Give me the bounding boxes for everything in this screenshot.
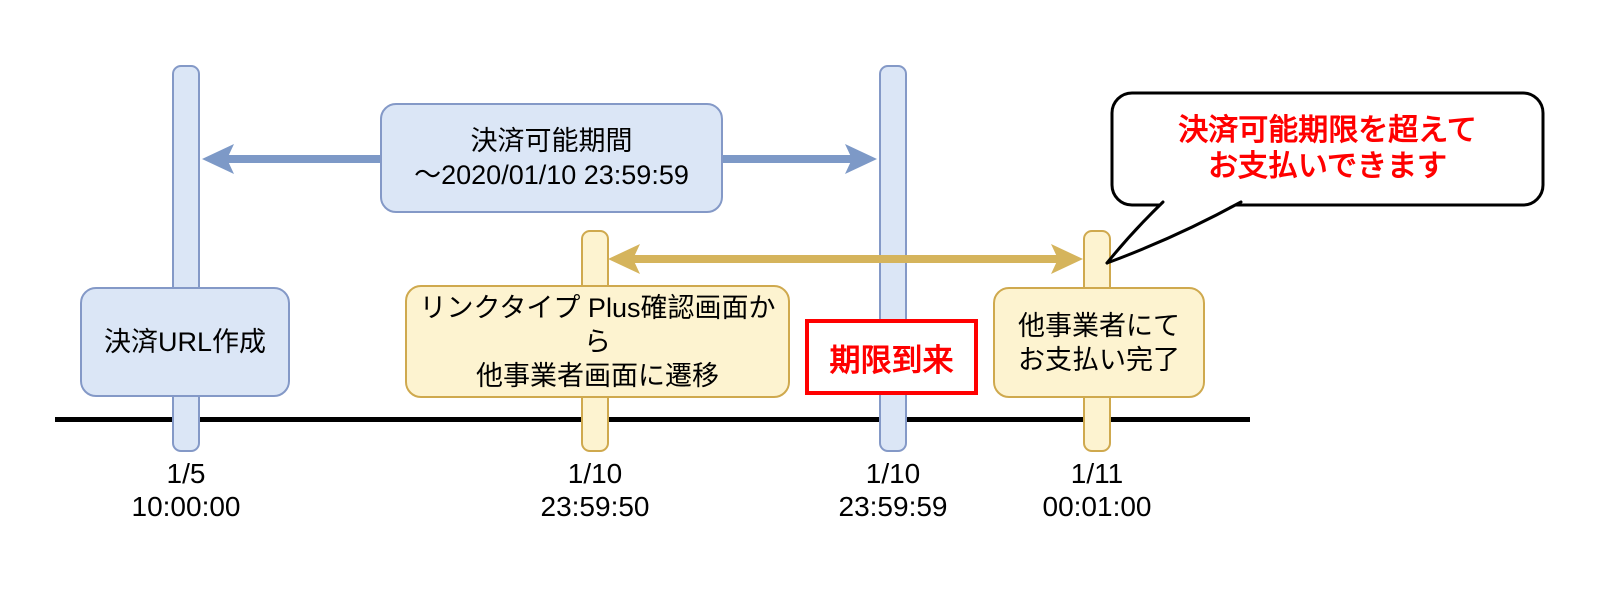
transition-label-line2: 他事業者画面に遷移 — [476, 360, 719, 391]
deadline-label: 期限到来 — [829, 342, 954, 378]
axis-label-time: 00:01:00 — [1042, 491, 1152, 522]
callout-line2: お支払いできます — [1207, 150, 1448, 183]
arrowhead-right-icon — [845, 144, 877, 174]
axis-label-payment-url-created: 1/5 10:00:00 — [66, 457, 306, 523]
payment-url-created-label: 決済URL作成 — [103, 327, 266, 357]
deadline-box: 期限到来 — [805, 319, 978, 395]
transition-box: リンクタイプ Plus確認画面から 他事業者画面に遷移 — [405, 285, 790, 398]
payment-period-deadline: ～2020/01/10 23:59:59 — [414, 160, 689, 190]
axis-label-deadline: 1/10 23:59:59 — [773, 457, 1013, 523]
arrowhead-right-icon — [1051, 244, 1083, 274]
axis-label-date: 1/10 — [865, 458, 921, 489]
callout-line1: 決済可能期限を超えて — [1178, 114, 1477, 147]
payment-period-box: 決済可能期間 ～2020/01/10 23:59:59 — [380, 103, 723, 213]
axis-label-time: 23:59:50 — [540, 491, 650, 522]
grace-period-arrow — [608, 244, 1083, 274]
axis-label-payment-completed: 1/11 00:01:00 — [977, 457, 1217, 523]
callout-bubble-body — [1110, 91, 1545, 207]
callout-text: 決済可能期限を超えて お支払いできます — [1112, 93, 1543, 205]
payment-completed-line1: 他事業者にて — [1018, 310, 1180, 341]
payment-url-created-box: 決済URL作成 — [80, 287, 290, 397]
payment-period-title: 決済可能期間 — [470, 126, 633, 156]
axis-label-date: 1/5 — [166, 458, 206, 489]
payment-completed-box: 他事業者にて お支払い完了 — [993, 287, 1205, 398]
callout-bubble — [1105, 91, 1545, 265]
timeline-axis — [55, 417, 1250, 422]
callout-tail-fill — [1107, 201, 1241, 263]
payment-completed-line2: お支払い完了 — [1018, 344, 1180, 375]
arrowhead-left-icon — [202, 144, 234, 174]
arrowhead-left-icon — [608, 244, 640, 274]
axis-label-date: 1/11 — [1070, 458, 1124, 489]
axis-label-date: 1/10 — [567, 458, 623, 489]
axis-label-time: 23:59:59 — [838, 491, 948, 522]
transition-label-line1: リンクタイプ Plus確認画面から — [419, 292, 776, 357]
callout-tail-edge-left — [1105, 200, 1165, 265]
axis-label-transition: 1/10 23:59:50 — [475, 457, 715, 523]
callout-tail-edge-right — [1105, 200, 1243, 265]
axis-label-time: 10:00:00 — [131, 491, 241, 522]
